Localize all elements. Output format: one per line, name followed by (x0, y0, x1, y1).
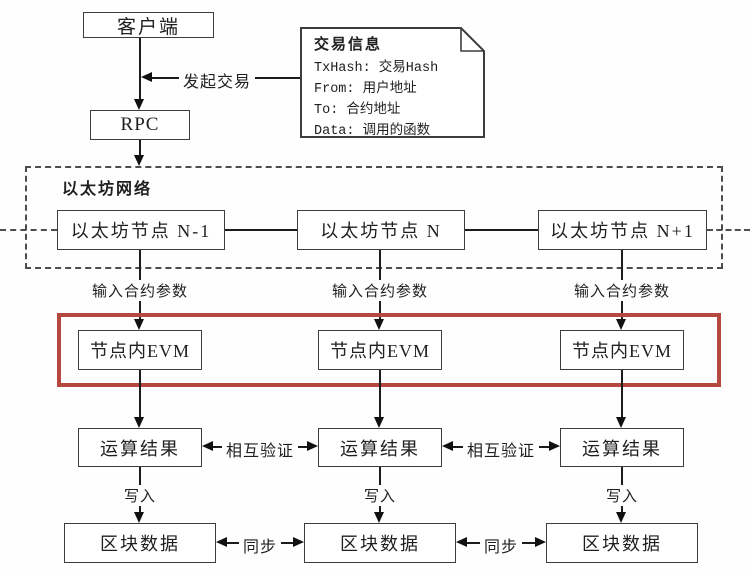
rpc-label: RPC (120, 114, 160, 135)
arrow-rpc-to-network-head-icon (134, 155, 144, 166)
result-label: 运算结果 (340, 438, 420, 459)
evm-label: 节点内EVM (90, 341, 190, 361)
block-box-3: 区块数据 (546, 523, 698, 563)
note-line-txhash: TxHash: 交易Hash (314, 61, 439, 76)
verify-arrow-2-left-head-icon (442, 441, 453, 451)
client-label: 客户端 (116, 16, 180, 38)
block-label: 区块数据 (582, 534, 662, 554)
arrow-client-to-rpc-line (139, 38, 141, 101)
verify-arrow-1-left-head-icon (202, 441, 213, 451)
note-line-to: To: 合约地址 (314, 103, 401, 118)
network-label: 以太坊网络 (62, 181, 153, 198)
rpc-box: RPC (90, 110, 190, 140)
write-label-2: 写入 (359, 485, 401, 506)
sync-arrow-1-right-head-icon (293, 537, 304, 547)
arrow-note-to-flow-head-icon (141, 72, 152, 82)
sync-arrow-2-right-head-icon (535, 537, 546, 547)
transaction-note: 交易信息 TxHash: 交易Hash From: 用户地址 To: 合约地址 … (300, 27, 486, 139)
verify-label-1: 相互验证 (221, 437, 299, 461)
input-params-label-3: 输入合约参数 (569, 280, 675, 301)
write-label-3: 写入 (601, 485, 643, 506)
peer-link-n1-n2 (225, 229, 297, 231)
evm-label: 节点内EVM (330, 341, 430, 361)
evm-highlight-frame (57, 313, 721, 387)
arrow-evm1-to-result-line (139, 370, 141, 420)
arrow-node3-to-evm-head-icon (616, 319, 626, 330)
arrow-client-to-rpc-head-icon (134, 99, 144, 110)
arrow-node1-to-evm-head-icon (134, 319, 144, 330)
peer-link-n2-n3 (465, 229, 538, 231)
block-box-1: 区块数据 (64, 523, 216, 563)
node-label: 以太坊节点 N (320, 221, 442, 241)
note-line-data: Data: 调用的函数 (314, 124, 431, 139)
peer-link-right-dashed (707, 229, 750, 231)
arrow-node2-to-evm-head-icon (374, 319, 384, 330)
peer-link-left-dashed (0, 229, 57, 231)
node-box-n: 以太坊节点 N (297, 210, 465, 250)
initiate-transaction-label: 发起交易 (178, 68, 256, 92)
evm-box-2: 节点内EVM (318, 330, 442, 370)
arrow-evm2-to-result-line (379, 370, 381, 420)
node-box-n-minus-1: 以太坊节点 N-1 (57, 210, 225, 250)
arrow-result2-to-block-head-icon (374, 512, 384, 523)
node-label: 以太坊节点 N+1 (550, 221, 695, 241)
note-shape (300, 27, 485, 138)
result-label: 运算结果 (582, 438, 662, 459)
arrow-rpc-to-network-line (139, 140, 141, 156)
node-label: 以太坊节点 N-1 (70, 221, 212, 241)
arrow-evm3-to-result-head-icon (616, 417, 626, 428)
arrow-evm1-to-result-head-icon (134, 417, 144, 428)
verify-label-2: 相互验证 (462, 437, 540, 461)
evm-label: 节点内EVM (572, 341, 672, 361)
sync-arrow-2-left-head-icon (456, 537, 467, 547)
arrow-result3-to-block-head-icon (616, 512, 626, 523)
verify-arrow-1-right-head-icon (307, 441, 318, 451)
evm-box-1: 节点内EVM (78, 330, 202, 370)
arrow-evm2-to-result-head-icon (374, 417, 384, 428)
note-title: 交易信息 (314, 37, 383, 53)
block-label: 区块数据 (340, 534, 420, 554)
result-box-1: 运算结果 (78, 428, 202, 467)
block-box-2: 区块数据 (304, 523, 456, 563)
node-box-n-plus-1: 以太坊节点 N+1 (538, 210, 707, 250)
arrow-evm3-to-result-line (621, 370, 623, 420)
ethereum-network-frame (25, 166, 723, 269)
result-box-3: 运算结果 (560, 428, 684, 467)
verify-arrow-2-right-head-icon (549, 441, 560, 451)
block-label: 区块数据 (100, 534, 180, 554)
note-line-from: From: 用户地址 (314, 82, 417, 97)
result-box-2: 运算结果 (318, 428, 442, 467)
sync-arrow-1-left-head-icon (216, 537, 227, 547)
input-params-label-1: 输入合约参数 (87, 280, 193, 301)
client-box: 客户端 (83, 12, 214, 38)
arrow-result1-to-block-head-icon (134, 512, 144, 523)
sync-label-1: 同步 (238, 533, 282, 557)
sync-label-2: 同步 (479, 533, 523, 557)
input-params-label-2: 输入合约参数 (327, 280, 433, 301)
result-label: 运算结果 (100, 438, 180, 459)
write-label-1: 写入 (119, 485, 161, 506)
evm-box-3: 节点内EVM (560, 330, 684, 370)
